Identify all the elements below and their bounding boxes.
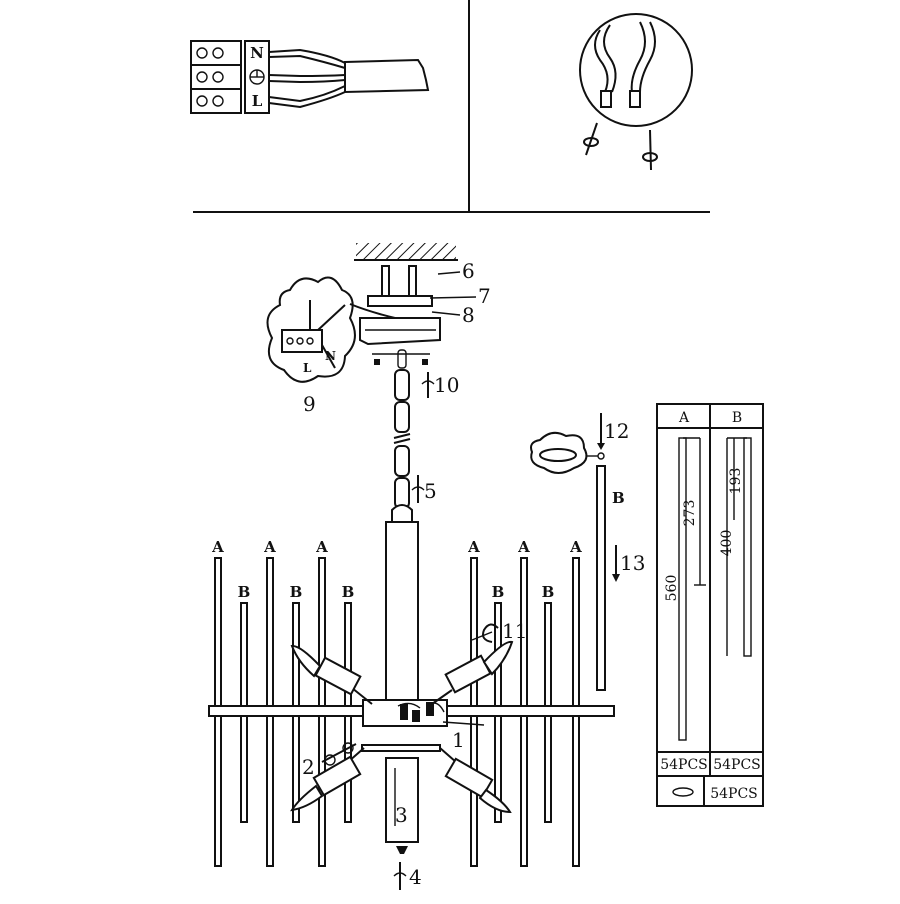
- wire-connector: [600, 90, 612, 108]
- mounting-plate: [367, 295, 433, 307]
- callout-1: 1: [452, 728, 465, 752]
- rod-label-b: B: [238, 583, 251, 601]
- lower-plate: [361, 744, 441, 752]
- canopy: [359, 317, 441, 346]
- wire-bundle: [268, 48, 346, 109]
- rod-a-outline: [678, 437, 706, 741]
- terminal-screw: [212, 95, 224, 107]
- callout-13: 13: [620, 551, 645, 575]
- wire-connector: [629, 90, 641, 108]
- qty-ring: 54PCS: [710, 786, 758, 802]
- right-arm-bar: [446, 705, 615, 717]
- ceiling-mount: [349, 243, 477, 365]
- qty-a: 54PCS: [660, 757, 708, 773]
- detail-label-l: L: [303, 361, 312, 375]
- rod-label-a: A: [263, 538, 276, 556]
- terminal-screw: [212, 71, 224, 83]
- callout-4: 4: [409, 865, 422, 889]
- lower-column: [385, 757, 419, 843]
- hub-wiring: [397, 702, 445, 722]
- callout-12: 12: [604, 419, 629, 443]
- rod-label-b: B: [542, 583, 555, 601]
- b-partial-length: 193: [728, 468, 744, 495]
- detail-label-n: N: [325, 349, 336, 363]
- cable-sheath: [344, 58, 430, 94]
- nut-icon: [421, 372, 435, 398]
- rod-label-a: A: [569, 538, 582, 556]
- rod-label-b: B: [290, 583, 303, 601]
- a-total-length: 560: [664, 575, 680, 602]
- terminal-screw: [196, 71, 208, 83]
- terminal-screw: [212, 47, 224, 59]
- rod-label-a: A: [517, 538, 530, 556]
- finial: [396, 846, 408, 854]
- panel-dividers: [193, 0, 710, 213]
- callout-11: 11: [502, 619, 527, 643]
- chandelier-body: [208, 521, 615, 854]
- terminal-screw: [196, 95, 208, 107]
- table-header-a: A: [678, 410, 690, 426]
- callout-9: 9: [303, 392, 316, 416]
- clip-detail: [321, 742, 357, 766]
- terminal-connection-detail: N L: [266, 276, 356, 383]
- ceiling-hatch: [356, 243, 456, 260]
- left-arm-bar: [208, 705, 364, 717]
- table-header-b: B: [732, 410, 742, 426]
- loose-rod-label: B: [612, 489, 625, 507]
- center-column: [385, 521, 419, 705]
- rod-label-a: A: [467, 538, 480, 556]
- chain: [391, 349, 413, 523]
- nut-icon: [583, 122, 599, 156]
- terminal-label-l: L: [252, 92, 263, 110]
- callout-10: 10: [434, 373, 459, 397]
- callout-8: 8: [462, 303, 475, 327]
- callout-5: 5: [424, 479, 437, 503]
- terminal-label-n: N: [250, 44, 264, 62]
- ground-icon: [249, 69, 265, 85]
- callout-3: 3: [395, 803, 408, 827]
- terminal-screw: [196, 47, 208, 59]
- b-total-length: 400: [719, 530, 735, 557]
- rod-b-outline: [726, 437, 752, 657]
- terminal-block-wiring: N L: [190, 40, 430, 114]
- rod-label-a: A: [211, 538, 224, 556]
- a-partial-length: 273: [682, 500, 698, 527]
- rod-label-a: A: [315, 538, 328, 556]
- rod-label-b: B: [492, 583, 505, 601]
- callout-7: 7: [478, 284, 491, 308]
- callout-2: 2: [302, 755, 315, 779]
- nut-icon: [411, 475, 425, 503]
- ring-icon: [672, 787, 694, 797]
- callout-6: 6: [462, 259, 475, 283]
- loose-rod: [596, 413, 606, 691]
- qty-b: 54PCS: [713, 757, 761, 773]
- arrow-down-icon: [612, 545, 620, 582]
- ring-clip-detail: [530, 431, 598, 474]
- clip-icon: [471, 623, 499, 643]
- candle-lamp-lower-left: [290, 747, 365, 812]
- callout-1-arrow: [442, 721, 485, 726]
- spec-table: A B 273 560 193 400 54PCS 54PCS 54PCS: [656, 403, 764, 807]
- candle-lamp-lower-right: [439, 747, 512, 814]
- nut-icon: [393, 862, 407, 890]
- wire-connection-detail: [579, 13, 693, 171]
- nut-icon: [642, 129, 658, 171]
- candle-lamp-upper-right: [431, 640, 514, 705]
- candle-lamp-upper-left: [290, 644, 373, 705]
- rod-label-b: B: [342, 583, 355, 601]
